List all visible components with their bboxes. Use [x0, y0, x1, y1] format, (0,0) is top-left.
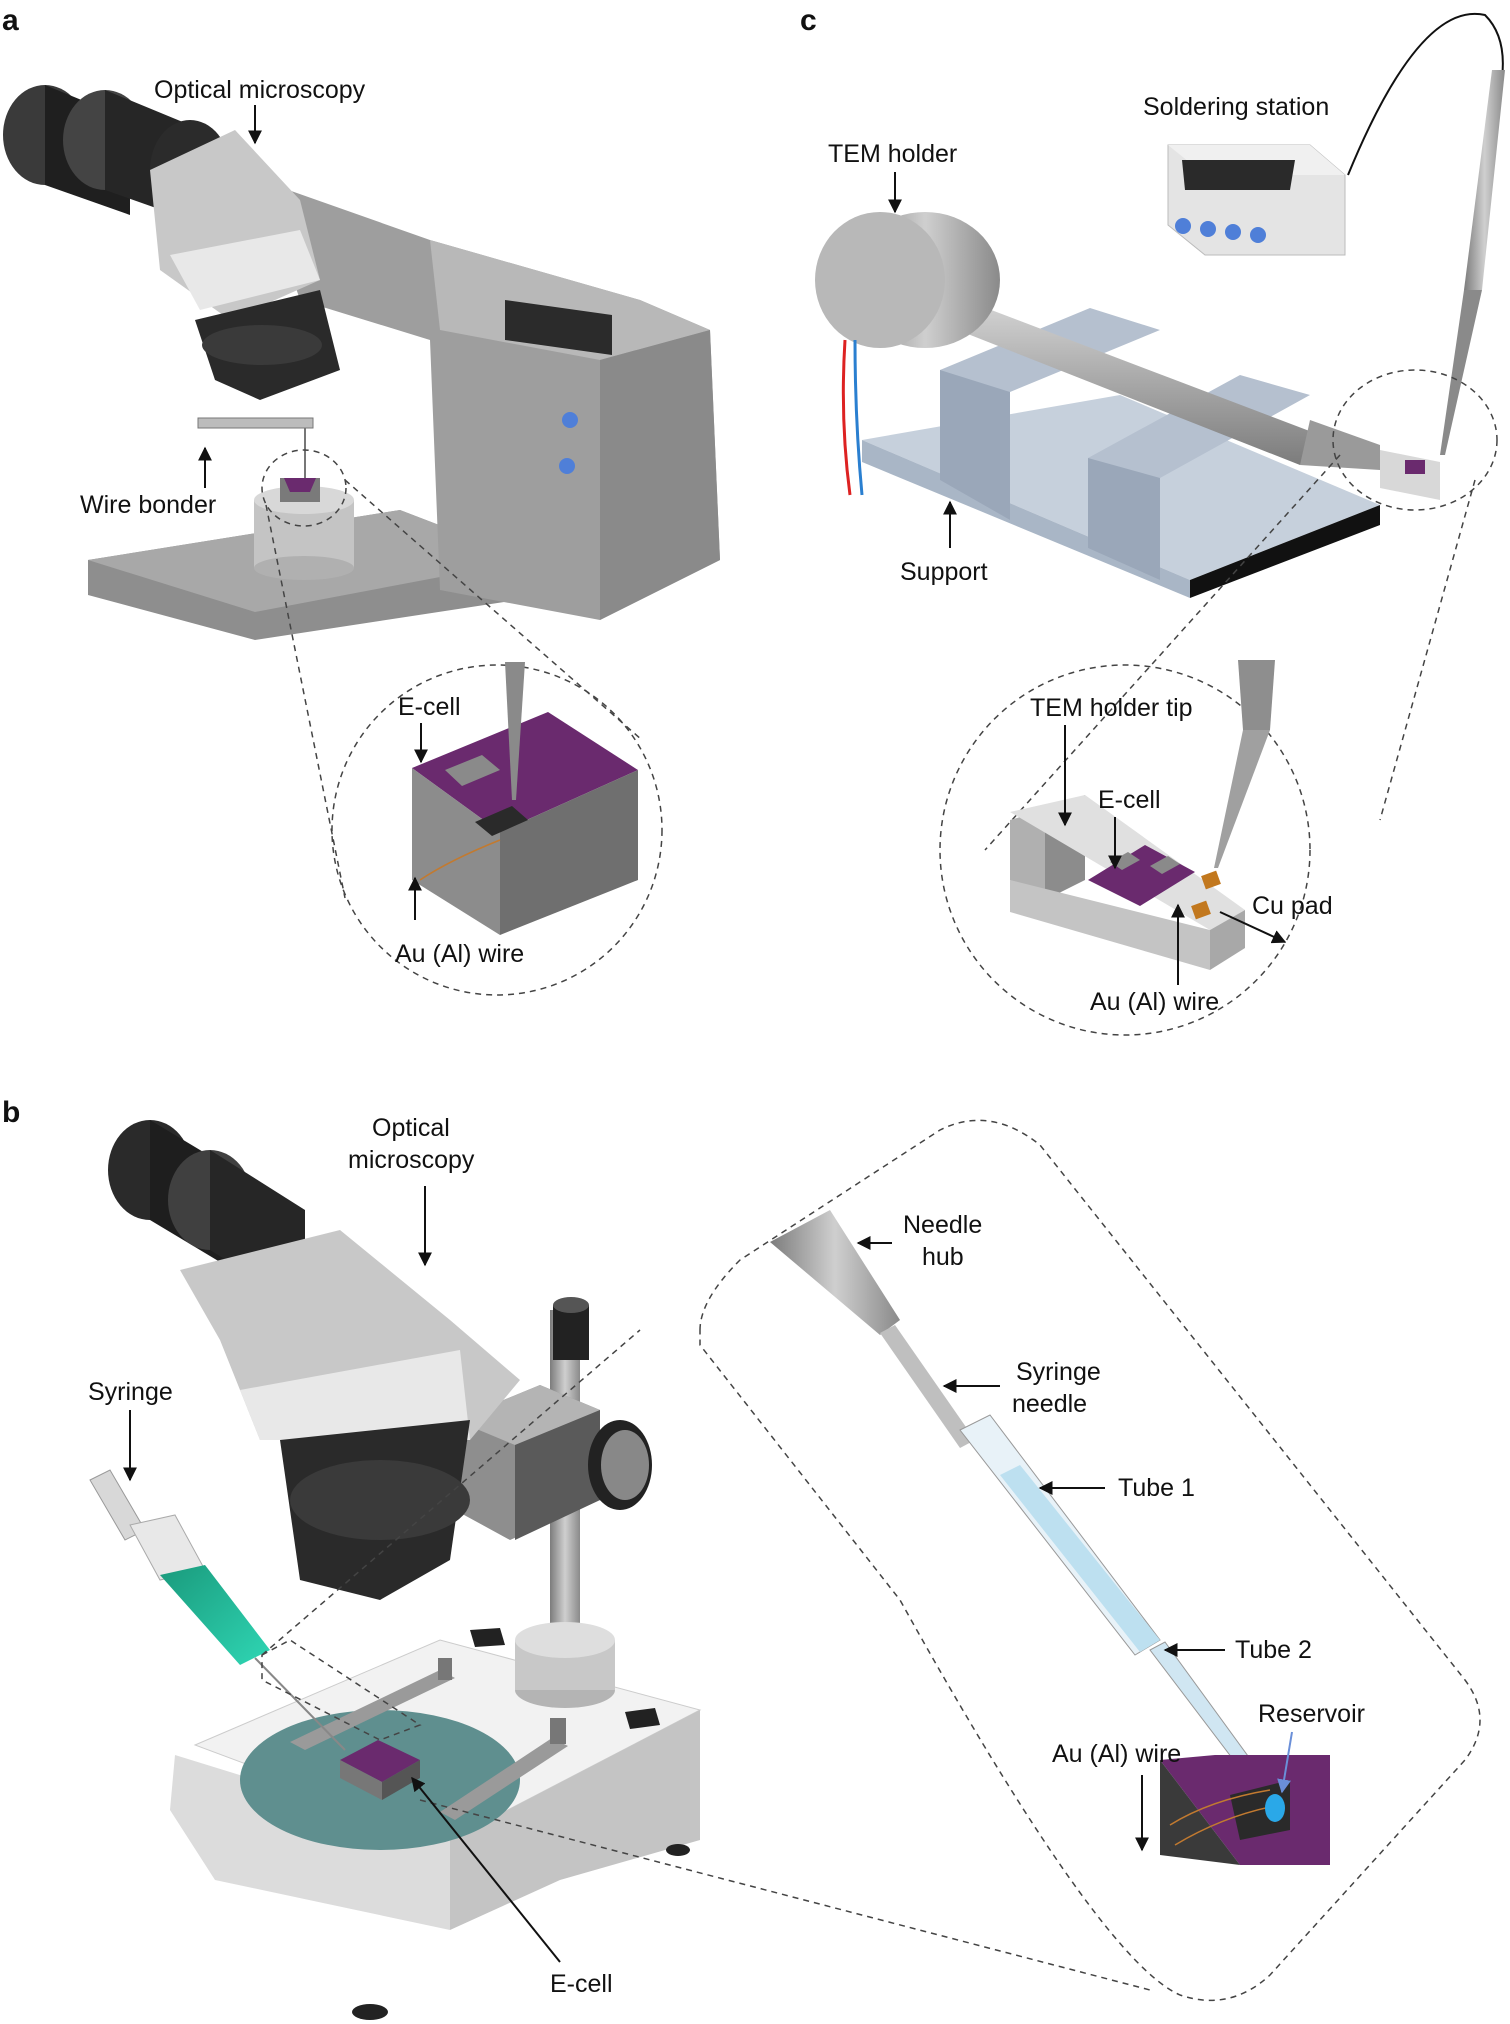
zoom-region-b [699, 1119, 1481, 2002]
label-support: Support [900, 558, 988, 586]
screen-a [505, 300, 612, 355]
ecell-b-zoom [1160, 1755, 1330, 1865]
tem-holder-tip-zoom [1010, 660, 1275, 970]
syringe-b [89, 1469, 346, 1751]
label-reservoir: Reservoir [1258, 1700, 1365, 1728]
syringe-needle [880, 1325, 975, 1448]
needle-hub [770, 1210, 900, 1335]
stage-clip-1 [290, 1670, 455, 1750]
label-au-wire-b: Au (Al) wire [1052, 1740, 1181, 1768]
label-syringe-needle-2: needle [1012, 1390, 1087, 1418]
cable-red [841, 339, 852, 496]
label-optical-b-2: microscopy [348, 1146, 475, 1174]
soldering-iron [1464, 70, 1505, 290]
label-optical-microscopy-a: Optical microscopy [154, 76, 366, 104]
panel-b: b [2, 1096, 1481, 2020]
label-ecell-b: E-cell [550, 1970, 613, 1998]
panel-a-letter: a [2, 4, 19, 37]
cu-pad-1 [1201, 870, 1221, 890]
panel-a: a [2, 4, 720, 996]
label-wire-bonder: Wire bonder [80, 491, 216, 519]
panel-c: c [800, 4, 1505, 1036]
label-syringe-needle-1: Syringe [1016, 1358, 1101, 1386]
label-optical-b-1: Optical [372, 1114, 450, 1142]
panel-b-letter: b [2, 1096, 20, 1129]
label-tube-1: Tube 1 [1118, 1474, 1195, 1502]
zoom-circle-c [939, 664, 1311, 1036]
label-tem-holder-tip: TEM holder tip [1030, 694, 1193, 722]
label-ecell-c: E-cell [1098, 786, 1161, 814]
label-cu-pad: Cu pad [1252, 892, 1333, 920]
zoom-circle-a [331, 664, 663, 996]
button-a-2 [559, 458, 575, 474]
label-au-wire-a: Au (Al) wire [395, 940, 524, 968]
label-au-wire-c: Au (Al) wire [1090, 988, 1219, 1016]
label-soldering-station: Soldering station [1143, 93, 1329, 121]
label-tube-2: Tube 2 [1235, 1636, 1312, 1664]
cable-blue [853, 339, 864, 496]
ecell-a [412, 712, 638, 935]
cu-pad-2 [1191, 900, 1211, 920]
tem-holder-rod [940, 295, 1320, 465]
ecell-b [340, 1740, 420, 1782]
label-tem-holder: TEM holder [828, 140, 957, 168]
reservoir-drop [1265, 1794, 1285, 1822]
wire-bonder-arm [197, 417, 314, 429]
label-needle-hub-1: Needle [903, 1211, 982, 1239]
zoom-box-b-small [261, 1639, 422, 1741]
panel-c-letter: c [800, 4, 817, 37]
zoom-circle-c-small [1332, 369, 1498, 511]
label-needle-hub-2: hub [922, 1243, 964, 1271]
stage-clip-2 [440, 1738, 568, 1820]
label-ecell-a: E-cell [398, 693, 461, 721]
bonder-needle-a [505, 662, 525, 800]
zoom-circle-a-small [261, 449, 347, 527]
label-syringe: Syringe [88, 1378, 173, 1406]
button-a-1 [562, 412, 578, 428]
